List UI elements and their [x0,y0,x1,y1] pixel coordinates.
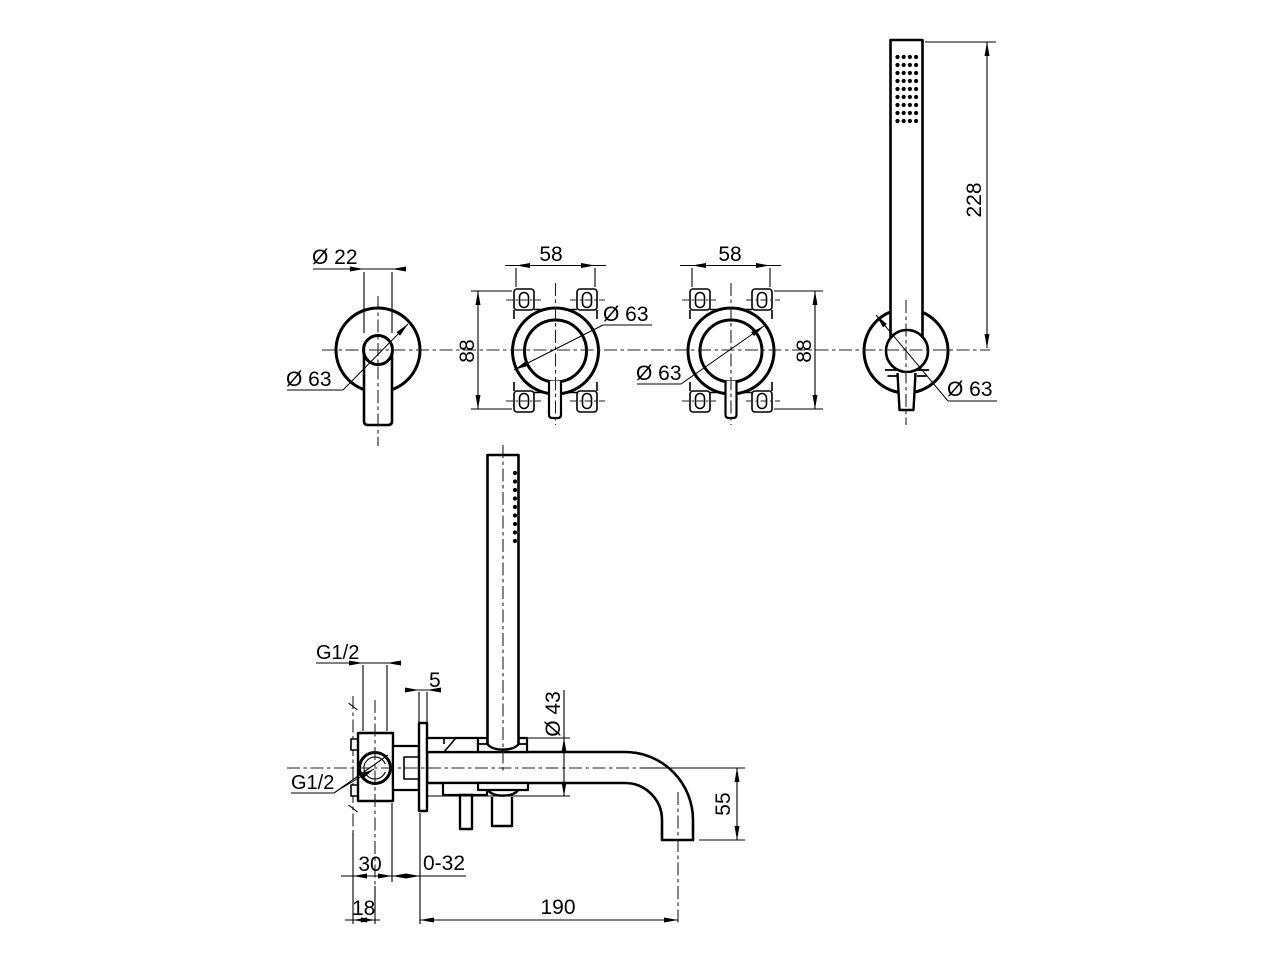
dim-plate-thickness: 5 [405,669,441,722]
dim-label-valve-left-width: 58 [539,243,562,266]
dim-label-spout-reach: 190 [540,896,575,919]
dim-label-plate-thickness: 5 [429,669,441,692]
dim-label-inlet-thread-top: G1/2 [316,642,359,664]
dim-supply-thread-side: G1/2 [291,754,389,794]
wall-escutcheon-plate [417,721,429,813]
dim-label-handshower-length: 228 [963,182,986,217]
dim-adjustment-range: 0-32 [392,813,465,924]
dim-label-holder-diameter: Ø 63 [947,378,993,401]
view-valve-left [506,288,605,420]
dim-label-wall-axis-offset: 18 [352,897,375,920]
dim-valve-right-height: 88 [774,290,823,410]
dim-label-valve-right-height: 88 [793,339,816,362]
dim-valve-right-diameter: Ø 63 [636,325,765,385]
dim-valve-left-height: 88 [456,290,512,410]
handshower-spray-dots [895,54,919,124]
dim-label-supply-thread-side: G1/2 [291,772,334,794]
dim-valve-right-width: 58 [680,243,781,287]
dim-label-valve-left-diameter: Ø 63 [603,303,649,326]
dim-valve-left-width: 58 [505,243,606,287]
center-lines [287,283,990,924]
dim-inlet-thread-top: G1/2 [316,642,401,731]
dim-label-handle-escutcheon: Ø 63 [286,368,332,391]
dim-valve-left-diameter: Ø 63 [513,303,652,371]
dim-label-body-depth: 30 [358,853,381,876]
dim-holder-diameter: Ø 63 [875,314,997,402]
wand-spray-dots-profile [512,470,518,544]
dim-label-adjustment-range: 0-32 [423,852,465,875]
dim-label-holder-escutcheon-diameter: Ø 43 [542,691,565,737]
view-handshower-front [862,38,950,412]
dim-label-valve-right-diameter: Ø 63 [636,362,682,385]
dim-label-spout-drop: 55 [712,792,735,815]
dim-body-depth: 30 [341,803,466,882]
dim-spout-reach: 190 [420,896,678,923]
dim-lever-diameter: Ø 22 [312,246,406,333]
dim-spout-drop: 55 [699,768,745,841]
dim-label-valve-right-width: 58 [718,243,741,266]
dim-handshower-length: 228 [925,41,996,348]
dim-handle-escutcheon-diameter: Ø 63 [286,323,409,391]
dim-holder-escutcheon-diameter: Ø 43 [428,690,570,797]
dim-wall-axis-offset: 18 [345,897,380,923]
dim-label-valve-left-height: 88 [456,339,479,362]
view-side-elevation [348,453,695,924]
dim-label-lever-diameter: Ø 22 [312,246,358,269]
